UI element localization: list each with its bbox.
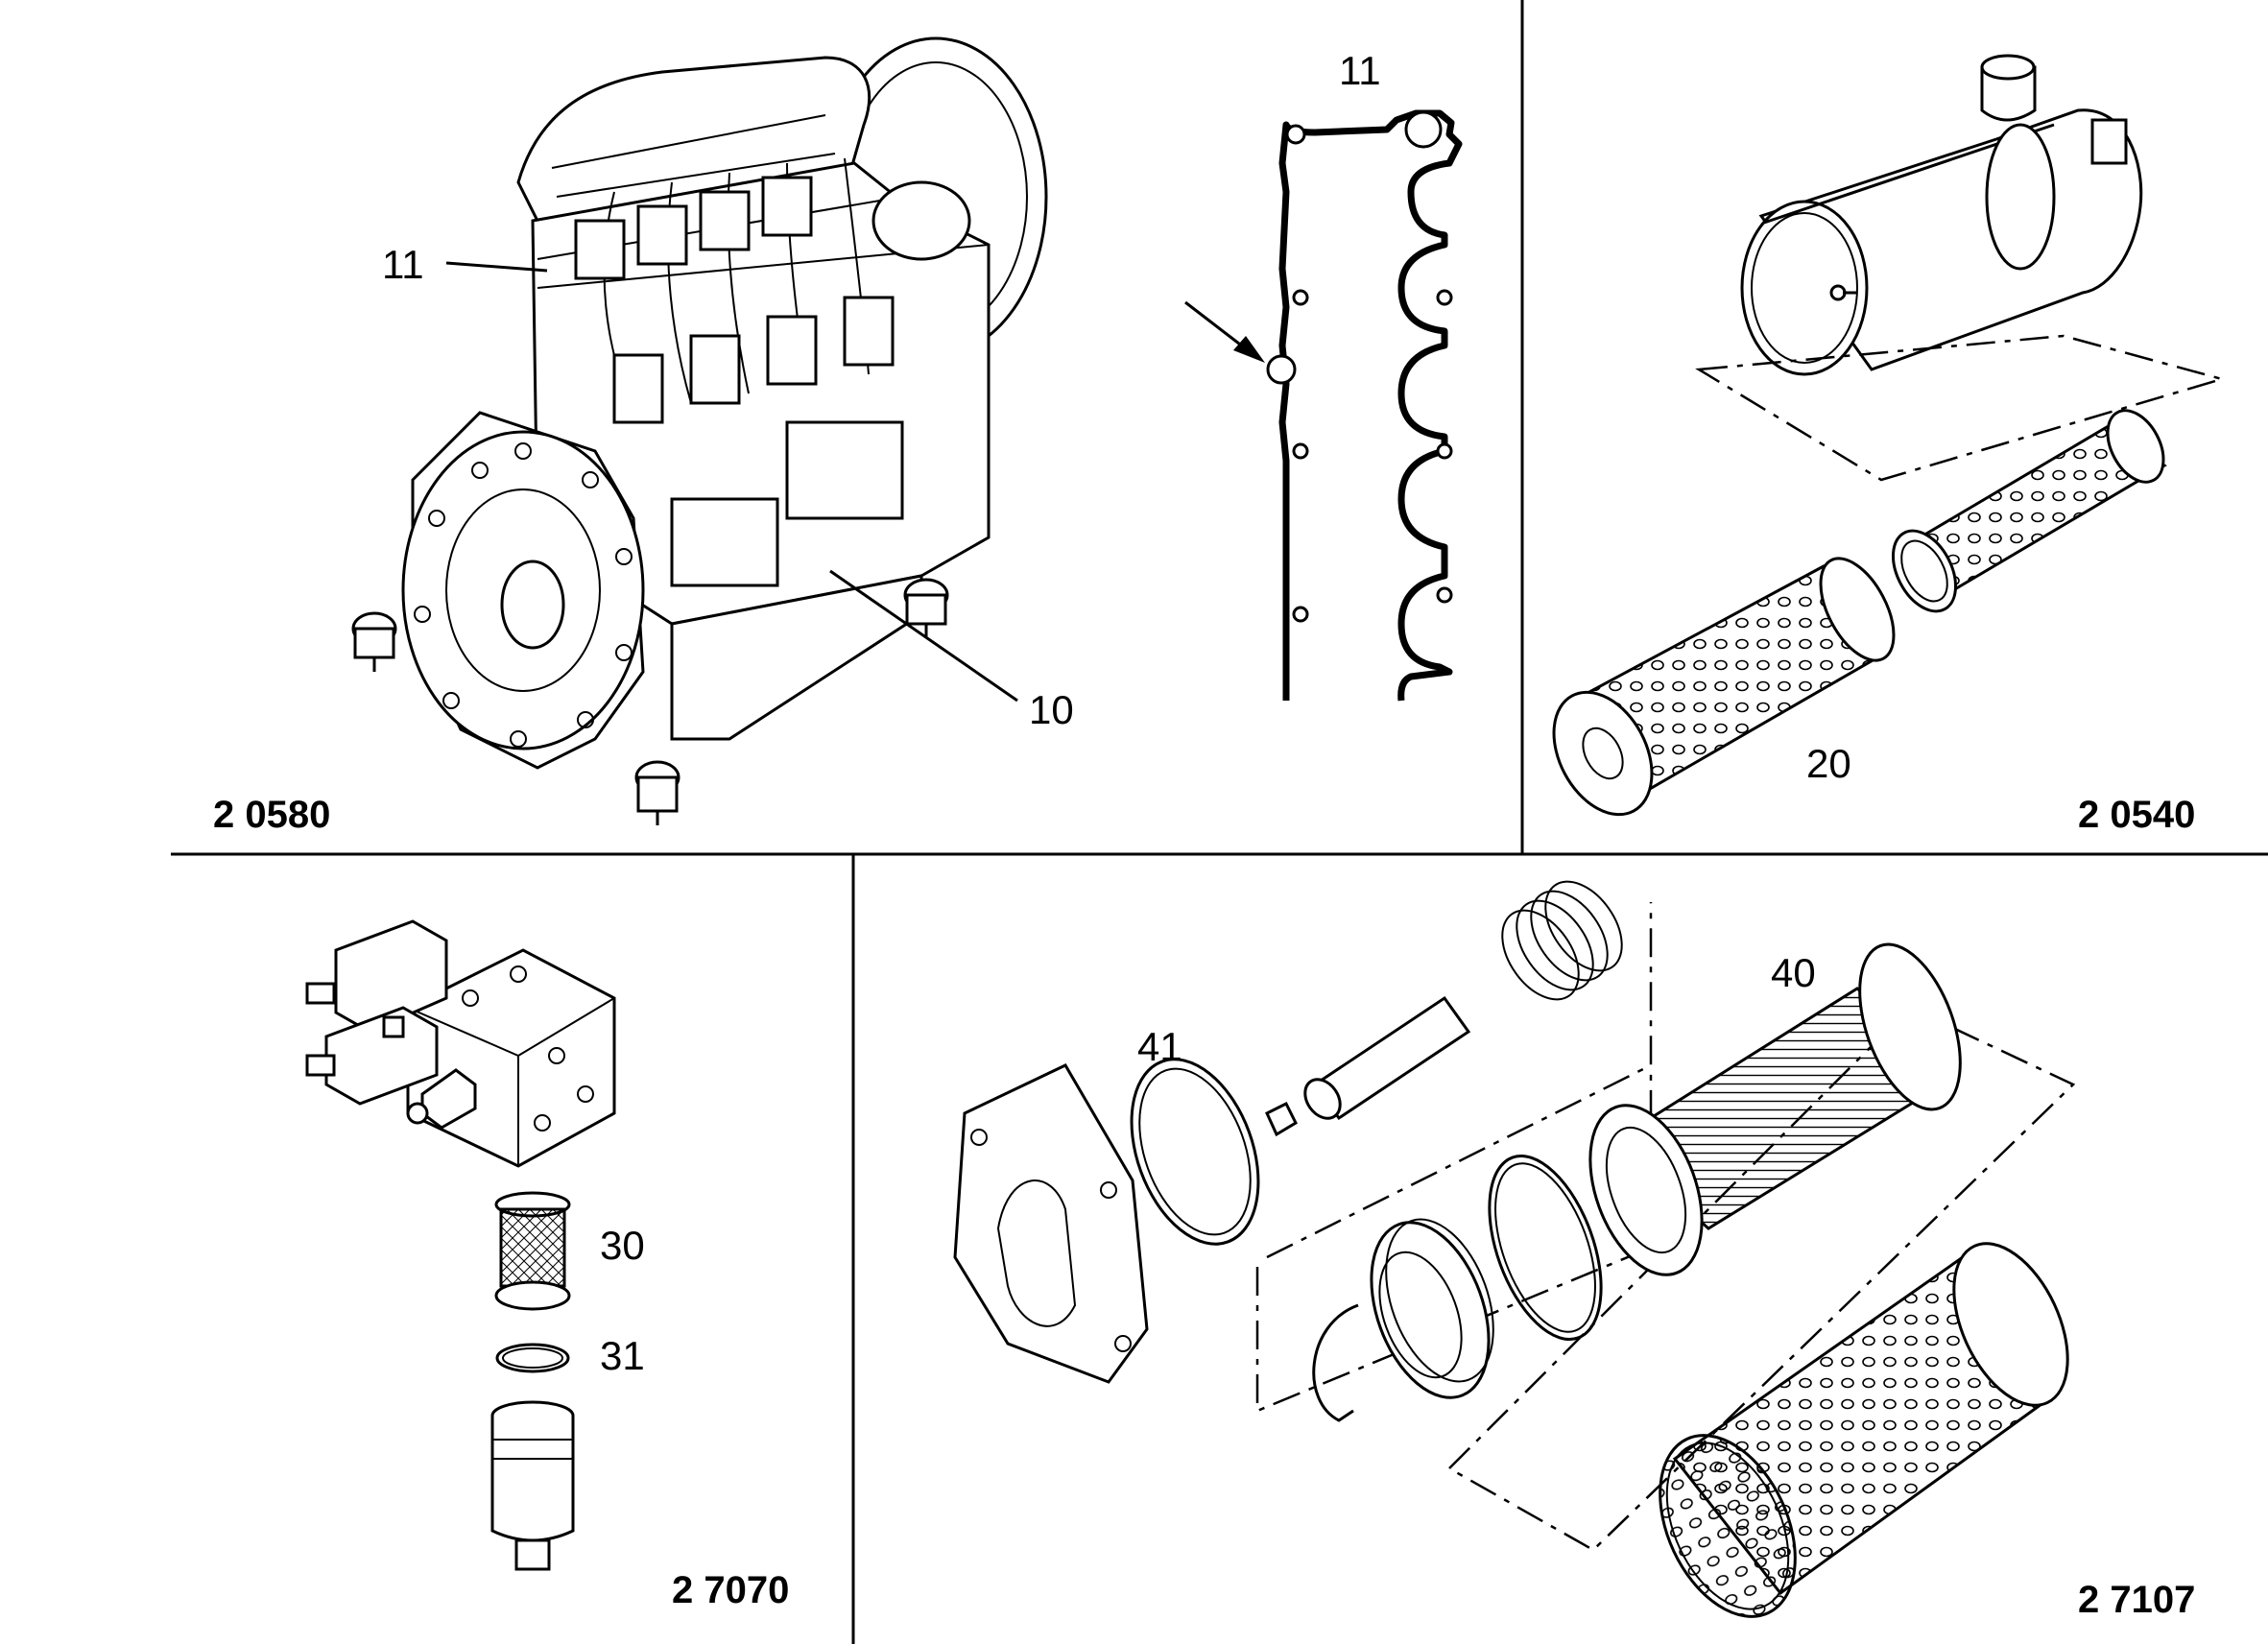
o-ring-41 [1130,1058,1260,1246]
air-filter-element-20 [1552,557,1896,817]
section-ref-2-7070: 2 7070 [672,1569,789,1611]
engine-section: 11 10 11 2 0580 [213,36,1463,836]
engine-illustration [351,36,1048,825]
valve-cover-gasket [1266,109,1463,702]
strainer-cup [490,1400,575,1571]
air-filter-section: 20 2 0540 [1552,54,2227,836]
callout-20: 20 [1806,741,1851,786]
seal-ring-31 [495,1343,570,1373]
section-dividers [171,0,2268,1644]
leader-10 [829,569,1018,703]
valve-block-section: 30 31 2 7070 [305,919,789,1611]
section-ref-2-0580: 2 0580 [213,794,330,836]
air-filter-inner-element [1891,409,2167,613]
filter-element-40 [1588,942,1962,1276]
section-ref-2-0540: 2 0540 [2078,794,2195,836]
callout-40: 40 [1771,950,1816,995]
retaining-clip [1312,1303,1359,1422]
callout-10: 10 [1029,687,1074,732]
filter-head-adapter [1370,1218,1494,1399]
hydraulic-fitting [406,1068,477,1130]
callout-31: 31 [600,1333,645,1378]
gasket-arrow-icon [1233,336,1265,363]
leader-11-engine [445,261,548,273]
callout-41: 41 [1137,1024,1182,1069]
callout-11-gasket: 11 [1339,48,1381,93]
callout-30: 30 [600,1223,645,1268]
bypass-valve-parts [1265,880,1623,1137]
solenoid-valves [305,919,448,1106]
filter-outer-screen [1659,1242,2069,1618]
air-filter-housing [1740,54,2143,376]
strainer-30 [494,1191,571,1311]
air-filter-axis-dashline [1695,334,2227,482]
section-ref-2-7107: 2 7107 [2078,1579,2195,1621]
cover-flange [953,1063,1149,1384]
hydraulic-filter-section: 41 40 [953,880,2195,1621]
callout-11-engine: 11 [382,242,424,287]
seal-ring [1488,1154,1603,1342]
gasket-arrow-shaft [1184,300,1249,352]
